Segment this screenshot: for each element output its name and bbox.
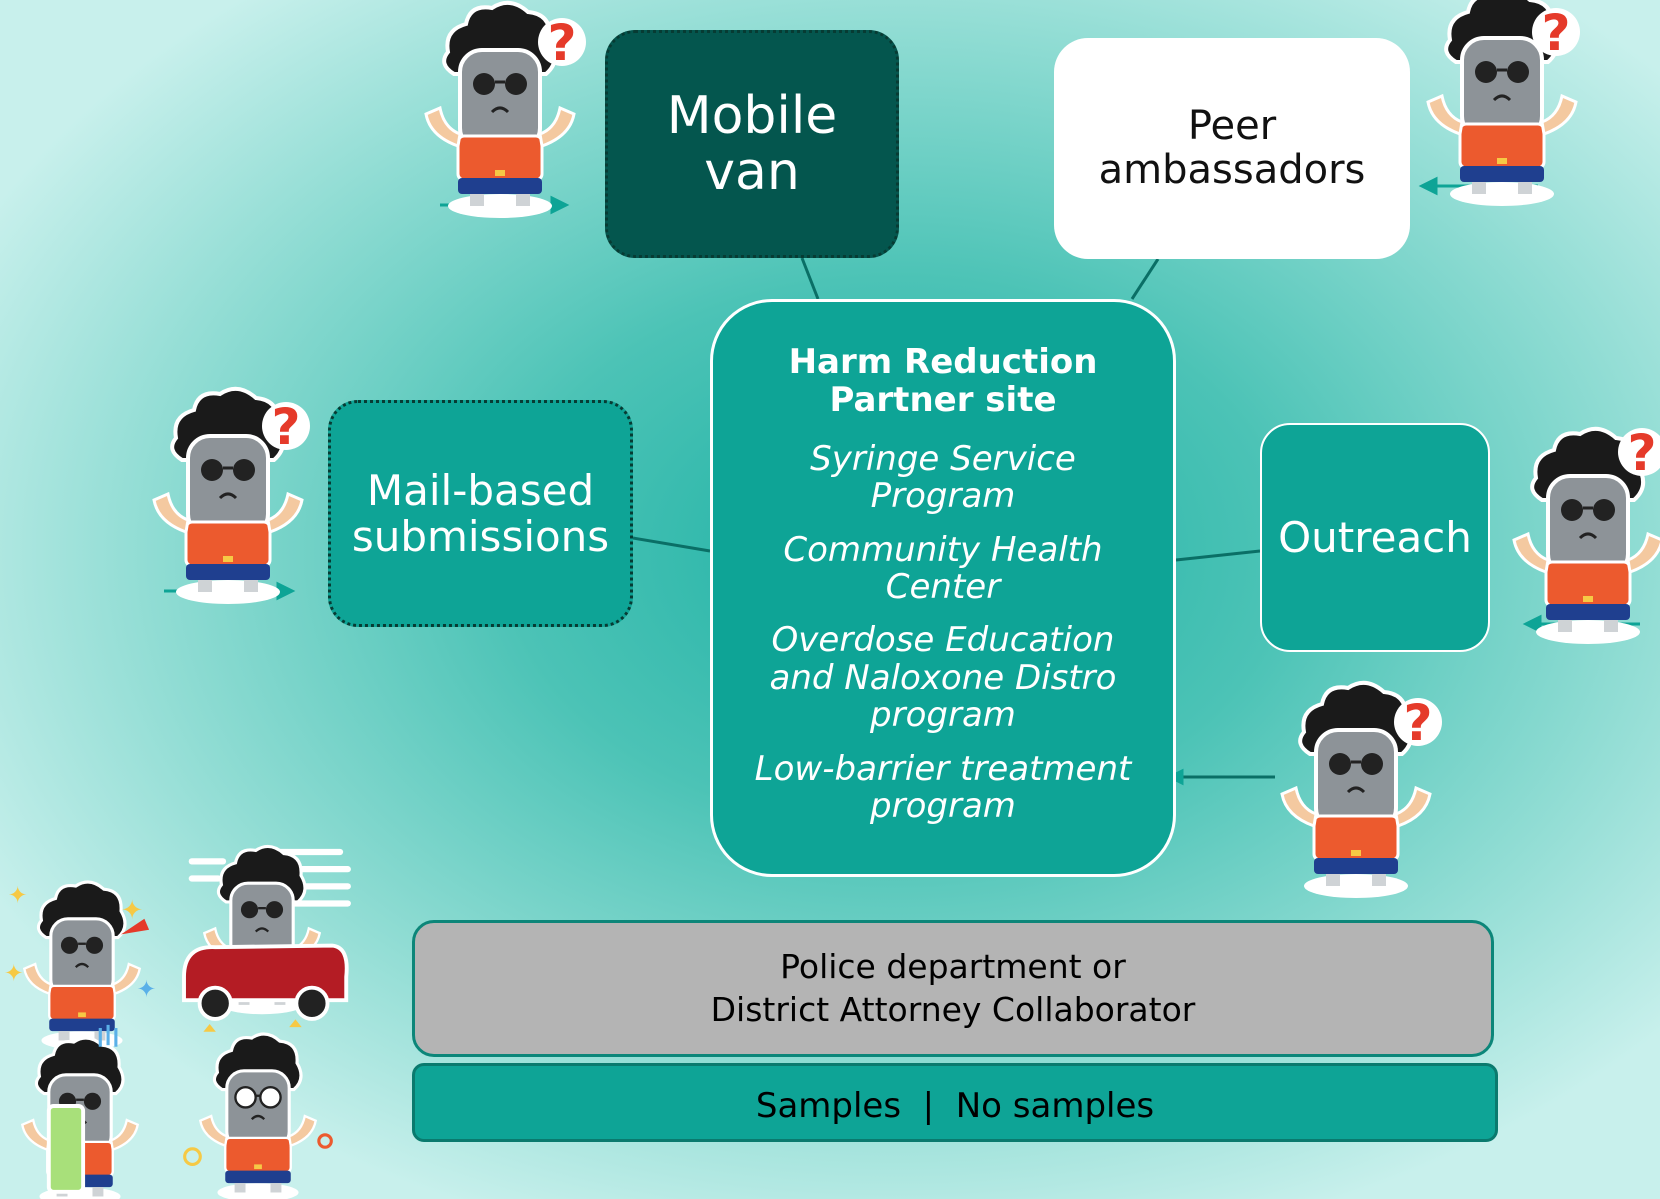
legend-bar: Samples | No samples xyxy=(412,1063,1498,1142)
svg-text:✦: ✦ xyxy=(8,881,28,909)
connector-outreach xyxy=(1175,549,1261,562)
confused-person-icon-1 xyxy=(424,0,586,220)
confused-person-icon-5 xyxy=(1280,680,1442,900)
arrow-to-partner-site xyxy=(1166,768,1184,786)
peer-ambassadors-label-line1: Peer xyxy=(1187,103,1277,150)
outreach-label: Outreach xyxy=(1278,512,1472,562)
program-low-barrier-treatment: Low-barrier treatment program xyxy=(754,748,1132,826)
svg-text:✦: ✦ xyxy=(121,895,143,926)
outreach-box: Outreach xyxy=(1260,423,1490,652)
dizzy-person-icon xyxy=(183,1019,333,1199)
mail-based-label-line2: submissions xyxy=(351,511,610,561)
program-community-health: Community Health Center xyxy=(783,529,1103,607)
partner-site-box: Harm Reduction Partner site Syringe Serv… xyxy=(710,299,1176,877)
program-syringe-service: Syringe Service Program xyxy=(810,438,1076,517)
program-line: and Naloxone Distro xyxy=(769,657,1117,698)
peer-ambassadors-box: Peer ambassadors xyxy=(1054,38,1410,259)
person-drinking-icon xyxy=(20,1024,140,1199)
confused-person-icon-3 xyxy=(152,386,310,606)
connector-mobile-van xyxy=(800,257,820,300)
police-label-line2: District Attorney Collaborator xyxy=(710,989,1196,1029)
mobile-van-box: Mobile van xyxy=(605,30,899,258)
mobile-van-label-line1: Mobile xyxy=(666,85,838,146)
cheering-person-icon: ✦ ✦ ✦ ✦ xyxy=(4,880,157,1052)
program-line: Community Health xyxy=(783,529,1103,570)
mobile-van-label-line2: van xyxy=(704,142,800,202)
program-line: program xyxy=(870,785,1016,826)
partner-site-title-line2: Partner site xyxy=(829,379,1057,420)
mail-based-label-line1: Mail-based xyxy=(366,466,595,516)
connector-peer-ambassadors xyxy=(1130,258,1160,300)
confused-person-icon-4 xyxy=(1512,424,1660,646)
svg-text:✦: ✦ xyxy=(137,975,157,1003)
program-line: Overdose Education xyxy=(771,620,1115,661)
program-overdose-education: Overdose Education and Naloxone Distro p… xyxy=(769,620,1117,736)
partner-site-title-line1: Harm Reduction xyxy=(788,341,1098,382)
program-line: Low-barrier treatment xyxy=(754,748,1132,789)
program-line: Center xyxy=(885,566,1001,607)
connector-lines xyxy=(632,257,1275,779)
program-line: Program xyxy=(870,476,1016,517)
connector-mail-based xyxy=(632,536,711,553)
svg-text:✦: ✦ xyxy=(4,959,24,987)
mail-based-submissions-box: Mail-based submissions xyxy=(328,400,633,627)
police-da-collaborator-box: Police department or District Attorney C… xyxy=(412,920,1494,1057)
program-line: Syringe Service xyxy=(810,438,1076,479)
confused-person-icon-2 xyxy=(1426,0,1580,208)
partner-site-title: Harm Reduction Partner site xyxy=(789,343,1098,419)
peer-ambassadors-label-line2: ambassadors xyxy=(1098,146,1366,193)
program-line: program xyxy=(870,695,1016,736)
police-label-line1: Police department or xyxy=(780,946,1126,986)
legend-text: Samples | No samples xyxy=(755,1086,1155,1126)
person-driving-car-icon xyxy=(182,844,351,1021)
